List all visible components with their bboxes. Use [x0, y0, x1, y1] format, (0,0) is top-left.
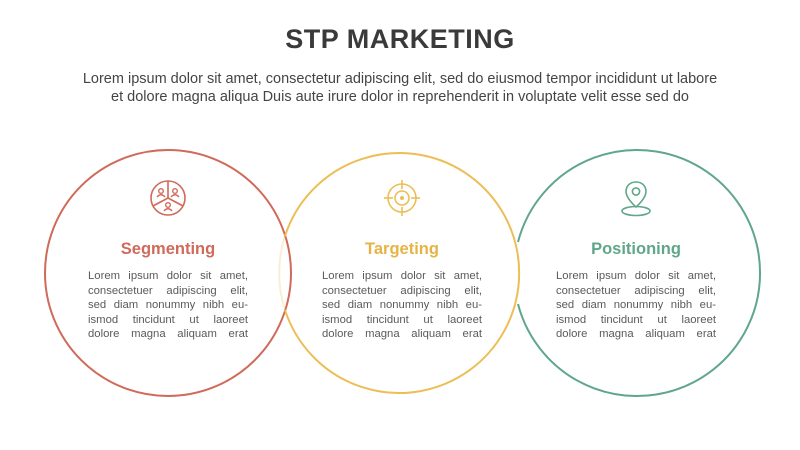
stage-title: Positioning [591, 240, 681, 258]
crosshair-target-icon [384, 180, 420, 216]
stage-title: Segmenting [120, 240, 216, 258]
body-line: dolore magna aliquam erat [88, 328, 248, 341]
body-line: sed diam nonummy nibh eu- [556, 299, 716, 312]
page-title: STP MARKETING [285, 24, 515, 54]
body-line: ismod tincidunt ut laoreet [322, 313, 482, 326]
segment-users-pie-icon [150, 180, 186, 216]
stage-body: Lorem ipsum dolor sit amet, consectetuer… [322, 269, 482, 342]
positioning-ring-arc [517, 149, 761, 397]
targeting-ring-arc [278, 235, 286, 311]
body-line: consectetuer adipiscing elit, [88, 284, 248, 297]
body-line: consectetuer adipiscing elit, [322, 284, 482, 297]
stage-body: Lorem ipsum dolor sit amet, consectetuer… [88, 269, 248, 342]
body-line: ismod tincidunt ut laoreet [556, 313, 716, 326]
stage-title: Targeting [365, 240, 439, 258]
map-pin-location-icon [621, 181, 651, 217]
body-line: consectetuer adipiscing elit, [556, 284, 716, 297]
body-line: ismod tincidunt ut laoreet [88, 313, 248, 326]
page-subtitle: Lorem ipsum dolor sit amet, consectetur … [30, 70, 770, 106]
subtitle-line: et dolore magna aliqua Duis aute irure d… [111, 89, 689, 105]
body-line: sed diam nonummy nibh eu- [322, 299, 482, 312]
subtitle-line: Lorem ipsum dolor sit amet, consectetur … [82, 71, 718, 87]
body-line: Lorem ipsum dolor sit amet, [88, 270, 248, 282]
targeting-ring-arc [284, 152, 521, 394]
body-line: sed diam nonummy nibh eu- [88, 299, 248, 312]
stage-body: Lorem ipsum dolor sit amet, consectetuer… [556, 269, 716, 342]
body-line: Lorem ipsum dolor sit amet, [322, 270, 482, 282]
body-line: dolore magna aliquam erat [322, 328, 482, 341]
body-line: Lorem ipsum dolor sit amet, [556, 270, 716, 282]
body-line: dolore magna aliquam erat [556, 328, 716, 341]
segmenting-ring [44, 149, 292, 397]
